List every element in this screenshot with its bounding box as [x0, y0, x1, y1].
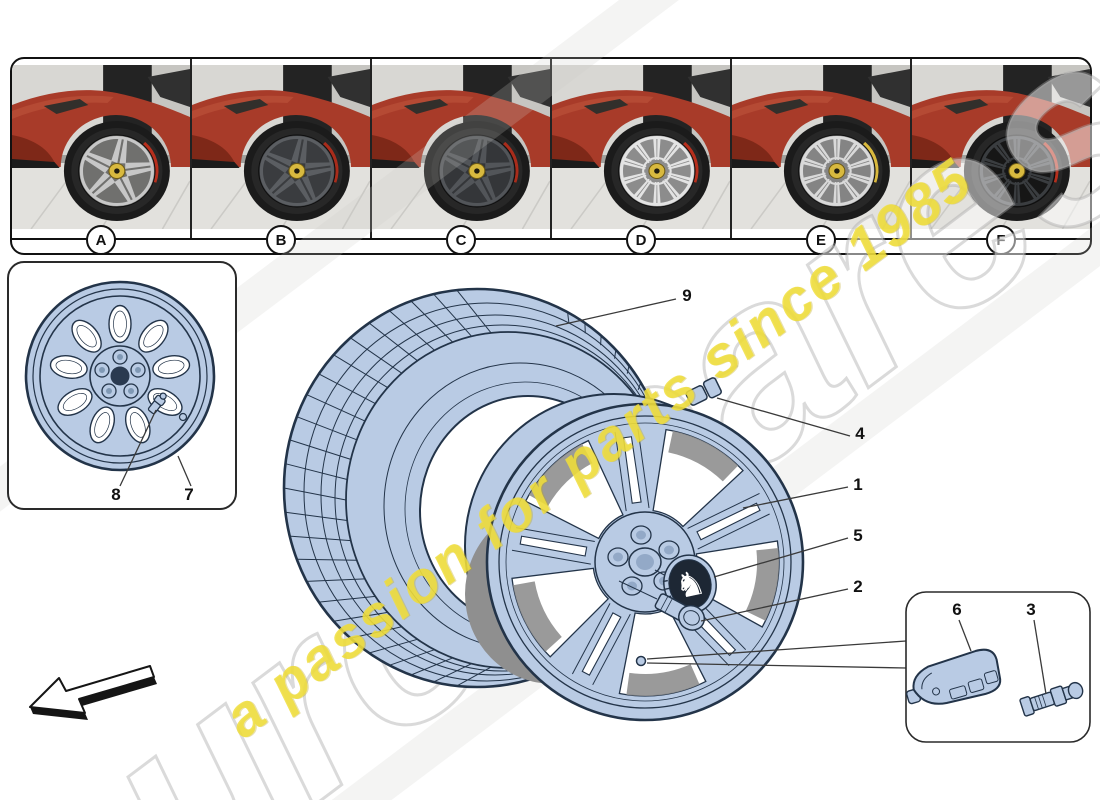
- leader-line-8: [119, 409, 157, 487]
- letters-line: [12, 238, 1090, 240]
- leader-line-3: [1033, 619, 1047, 695]
- callout-7[interactable]: 7: [184, 485, 193, 504]
- callout-2[interactable]: 2: [853, 577, 862, 596]
- spare-center-bore: [110, 366, 130, 386]
- wheel-options-gallery: A B: [10, 57, 1092, 255]
- rim-valve-hole: [635, 655, 647, 667]
- wheel-option-photo-c: [372, 65, 550, 229]
- callout-4[interactable]: 4: [855, 424, 865, 443]
- leader-line-2: [700, 588, 849, 622]
- gallery-letter-e: E: [806, 225, 836, 253]
- leader-line-9: [555, 298, 677, 327]
- wheel-option-photo-a: [12, 65, 190, 229]
- callout-9[interactable]: 9: [682, 286, 691, 305]
- wheel-option-photo-e: [732, 65, 910, 229]
- gallery-panel-b[interactable]: B: [192, 59, 372, 253]
- leader-line-1: [742, 486, 849, 509]
- direction-arrow-icon: [29, 665, 157, 720]
- balance-weight-drawing: [685, 377, 722, 406]
- gallery-letter-c: C: [446, 225, 476, 253]
- valve-box-connector-top: [646, 640, 907, 660]
- gallery-letter-d: D: [626, 225, 656, 253]
- valve-box-connector-bottom: [646, 662, 907, 669]
- leader-line-4: [716, 397, 851, 437]
- wheel-bolt-drawing: [654, 593, 706, 631]
- leader-line-5: [713, 537, 849, 578]
- callout-3[interactable]: 3: [1026, 600, 1035, 619]
- gallery-panel-f[interactable]: F: [912, 59, 1090, 253]
- tpms-sensor-drawing: [905, 648, 1002, 705]
- spare-lug-holes: [94, 349, 146, 399]
- wheel-option-photo-f: [912, 65, 1090, 229]
- gallery-panel-c[interactable]: C: [372, 59, 552, 253]
- callout-1[interactable]: 1: [853, 475, 862, 494]
- hub-cap-drawing: ♞: [662, 554, 717, 614]
- spare-valve: [147, 392, 167, 415]
- callout-6[interactable]: 6: [952, 600, 961, 619]
- wheel-rim-drawing: [464, 393, 805, 722]
- leader-line-7: [177, 455, 192, 487]
- gallery-letter-a: A: [86, 225, 116, 253]
- spare-wheel-drawing: [24, 280, 216, 472]
- gallery-panels-row: A B: [12, 59, 1090, 253]
- callout-8[interactable]: 8: [111, 485, 120, 504]
- gallery-panel-e[interactable]: E: [732, 59, 912, 253]
- wheel-option-photo-b: [192, 65, 370, 229]
- gallery-letter-b: B: [266, 225, 296, 253]
- wheel-option-photo-d: [552, 65, 730, 229]
- gallery-letter-f: F: [986, 225, 1016, 253]
- leader-line-6: [958, 619, 972, 652]
- callout-5[interactable]: 5: [853, 526, 862, 545]
- gallery-panel-a[interactable]: A: [12, 59, 192, 253]
- gallery-panel-d[interactable]: D: [552, 59, 732, 253]
- tpms-valve-drawing: [1019, 681, 1084, 717]
